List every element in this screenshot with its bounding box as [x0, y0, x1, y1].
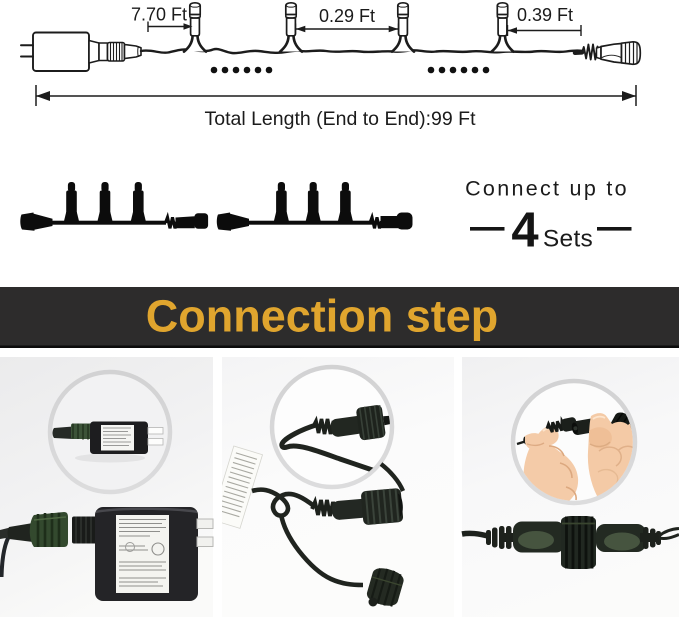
svg-text:Connection step: Connection step	[146, 291, 499, 342]
svg-text:4: 4	[511, 204, 538, 258]
svg-text:Total Length (End to End):99 F: Total Length (End to End):99 Ft	[204, 108, 476, 130]
svg-text:0.29 Ft: 0.29 Ft	[319, 6, 375, 26]
svg-text:Connect up to: Connect up to	[465, 177, 629, 201]
svg-text:Sets: Sets	[543, 226, 593, 253]
svg-text:0.39 Ft: 0.39 Ft	[517, 5, 573, 25]
svg-text:7.70 Ft: 7.70 Ft	[131, 5, 187, 25]
